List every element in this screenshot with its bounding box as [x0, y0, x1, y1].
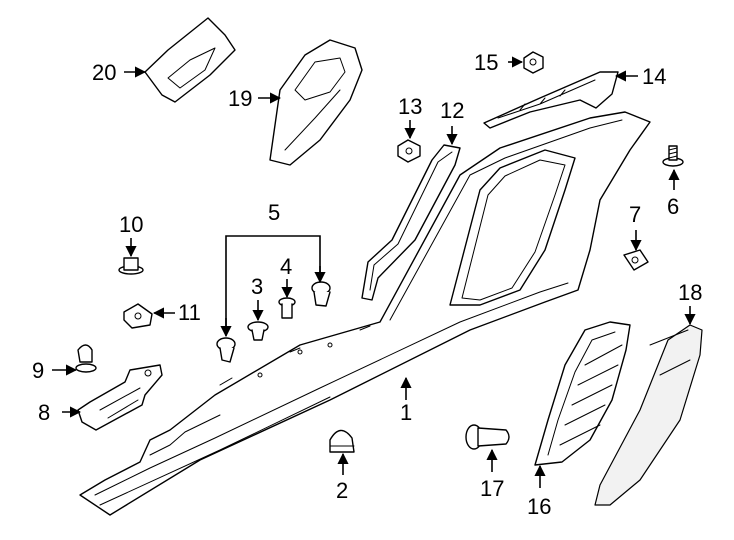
callout-9: 9 — [32, 358, 44, 383]
callout-15: 15 — [474, 50, 498, 75]
part-6-screw — [662, 145, 684, 167]
part-11-clip — [123, 303, 153, 329]
leader-5-bracket — [225, 235, 321, 330]
part-10-bolt — [118, 257, 144, 275]
part-20-air-duct — [144, 17, 236, 103]
part-8-bracket — [77, 364, 163, 431]
callout-8: 8 — [38, 400, 50, 425]
callout-10: 10 — [119, 212, 143, 237]
part-14-molding — [483, 71, 619, 129]
part-12-pillar-trim — [361, 144, 461, 301]
callout-11: 11 — [178, 300, 201, 325]
callout-1: 1 — [400, 400, 412, 425]
callout-4: 4 — [280, 254, 292, 279]
callout-16: 16 — [527, 494, 551, 519]
part-5-clip-b — [311, 281, 331, 307]
callout-12: 12 — [440, 98, 464, 123]
leader-lines — [52, 56, 696, 488]
callout-17: 17 — [480, 476, 504, 501]
callout-6: 6 — [667, 194, 679, 219]
part-1-rocker-panel — [79, 111, 651, 516]
part-19-duct — [269, 39, 363, 166]
callout-7: 7 — [629, 202, 641, 227]
part-18-panel-cover — [594, 324, 703, 506]
callout-20: 20 — [92, 60, 116, 85]
part-13-nut — [397, 139, 421, 163]
part-3-push-pin — [247, 321, 269, 341]
part-5-clip-a — [216, 337, 236, 363]
callout-5: 5 — [268, 200, 280, 225]
callout-3: 3 — [251, 274, 263, 299]
part-16-vent-grille — [534, 321, 631, 466]
callout-14: 14 — [642, 64, 666, 89]
part-15-nut — [523, 51, 544, 74]
part-9-stud — [75, 344, 97, 373]
part-2-plug — [329, 429, 355, 453]
part-7-nut-clip — [623, 249, 649, 271]
part-4-retainer — [278, 297, 296, 319]
callout-2: 2 — [336, 478, 348, 503]
callout-labels: 1 2 3 4 5 6 7 8 9 10 11 12 13 14 15 16 1… — [32, 50, 702, 519]
part-17-fastener — [465, 424, 510, 450]
callout-19: 19 — [228, 86, 252, 111]
callout-13: 13 — [398, 94, 422, 119]
callout-18: 18 — [678, 280, 702, 305]
